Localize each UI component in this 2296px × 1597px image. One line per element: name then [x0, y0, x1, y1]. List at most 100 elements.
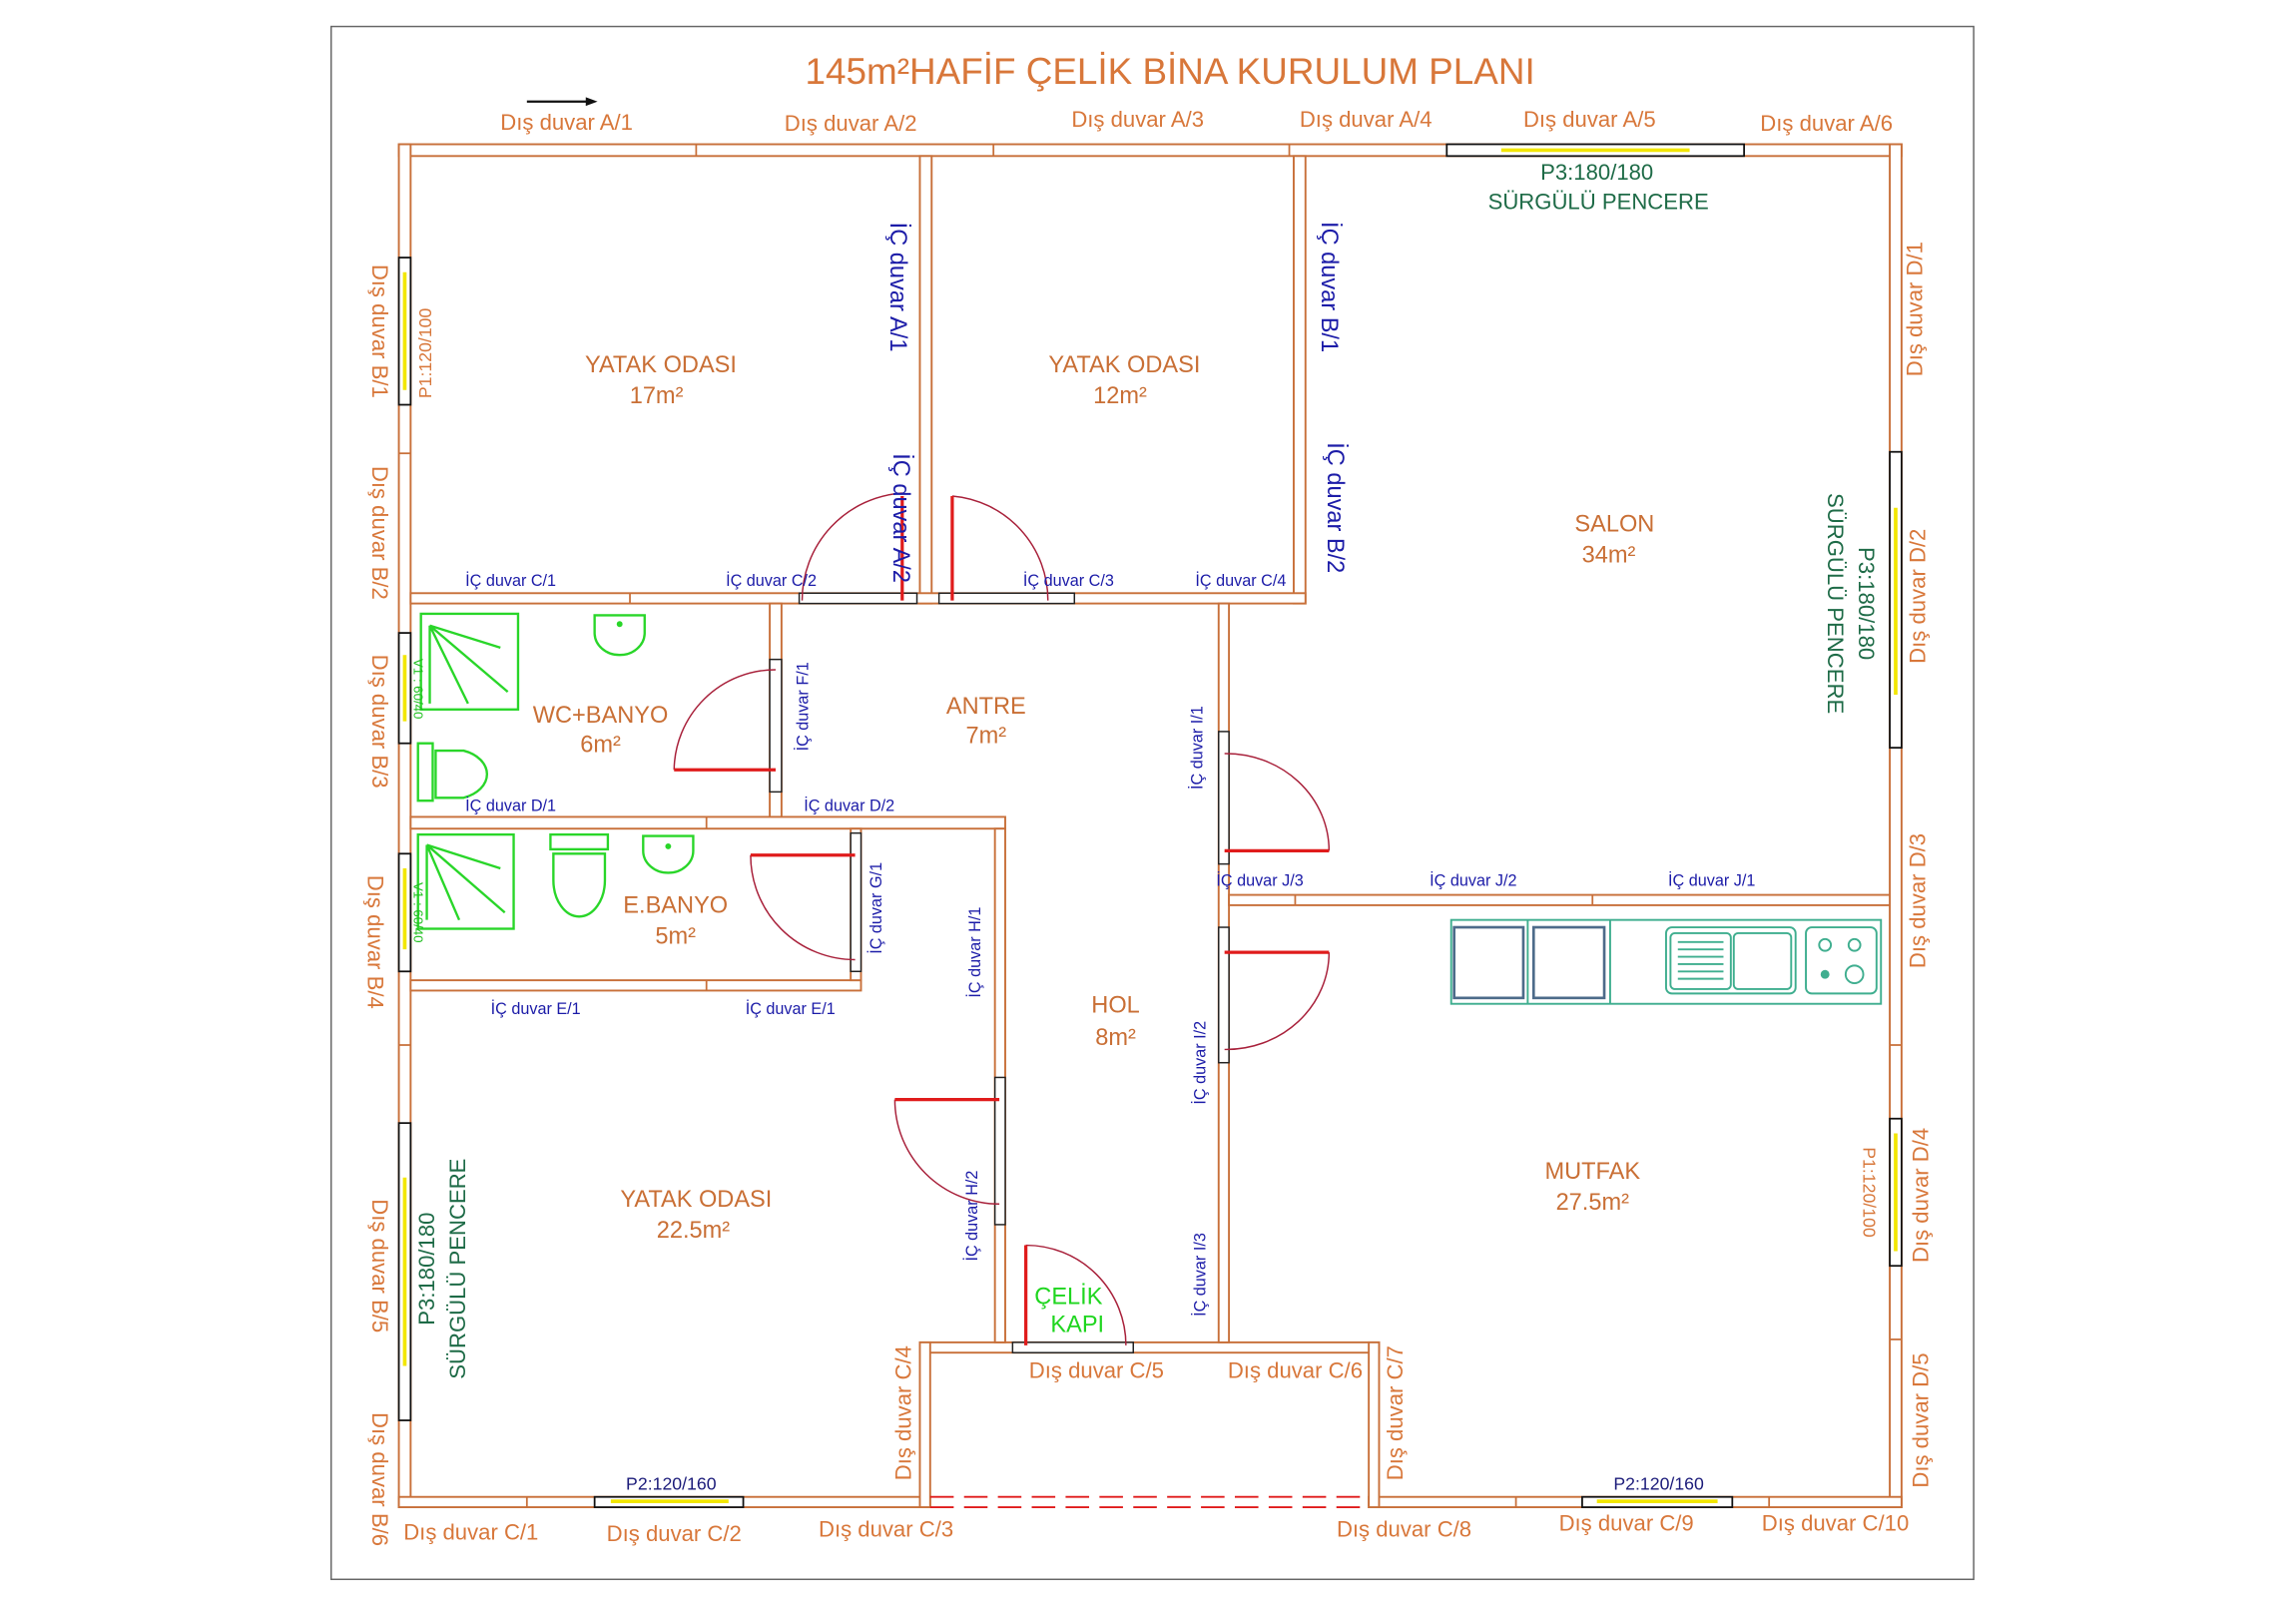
- room-area: 27.5m²: [1556, 1189, 1630, 1215]
- room-area: 8m²: [1095, 1024, 1136, 1050]
- wall-label: İÇ duvar A/1: [885, 223, 911, 352]
- room-name: WC+BANYO: [533, 702, 669, 728]
- wall-label: Dış duvar A/5: [1523, 107, 1656, 132]
- wall-label: Dış duvar B/2: [367, 466, 392, 600]
- window-code: P3:180/180: [1540, 160, 1653, 185]
- window-type: SÜRGÜLÜ PENCERE: [445, 1159, 470, 1379]
- door-kitchen[interactable]: [1218, 926, 1331, 1064]
- wall-label: İÇ duvar C/2: [726, 571, 817, 590]
- door-wc[interactable]: [673, 658, 783, 794]
- toilet-icon: [416, 742, 489, 802]
- wall-label: İÇ duvar H/2: [962, 1171, 981, 1262]
- entrance-label: ÇELİK: [1034, 1284, 1102, 1310]
- room-name: HOL: [1091, 992, 1139, 1018]
- wall-label: İÇ duvar A/2: [888, 453, 914, 583]
- wall-label: Dış duvar C/7: [1383, 1345, 1408, 1480]
- wall-label: Dış duvar C/9: [1559, 1511, 1694, 1536]
- wall-label: Dış duvar C/2: [607, 1521, 742, 1546]
- wall-label: İÇ duvar J/1: [1668, 871, 1755, 890]
- room-name: MUTFAK: [1544, 1158, 1640, 1184]
- drawing-frame: [329, 25, 1975, 1581]
- wall-label: Dış duvar B/5: [367, 1199, 392, 1332]
- wall-label: İÇ duvar C/3: [1023, 571, 1114, 590]
- wall-label: İÇ duvar E/1: [491, 999, 581, 1018]
- door-bedroom-17[interactable]: [798, 492, 918, 605]
- wall-label: Dış duvar B/3: [367, 655, 392, 789]
- wall-label: Dış duvar C/6: [1228, 1357, 1363, 1382]
- wall-label: Dış duvar B/6: [367, 1412, 392, 1546]
- wall-label: İÇ duvar E/1: [746, 999, 836, 1018]
- window-code: V1 : 60/40: [410, 659, 425, 719]
- kitchen-counter: [1449, 918, 1883, 1005]
- wall-label: Dış duvar D/1: [1903, 242, 1928, 376]
- room-labels: YATAK ODASI 17m² YATAK ODASI 12m² SALON …: [533, 351, 1655, 1336]
- sink-icon: [642, 834, 695, 874]
- wall-porch-left: [918, 1340, 931, 1509]
- window-code: P2:120/160: [1613, 1473, 1704, 1493]
- room-name: SALON: [1574, 510, 1654, 536]
- wall-label: İÇ duvar G/1: [866, 862, 885, 954]
- shower-icon: [416, 832, 515, 930]
- interior-wall-labels: İÇ duvar A/1 İÇ duvar A/2 İÇ duvar B/1 İ…: [465, 222, 1755, 1317]
- room-name: YATAK ODASI: [1048, 351, 1200, 377]
- wall-label: Dış duvar C/8: [1337, 1517, 1471, 1542]
- room-name: YATAK ODASI: [585, 351, 737, 377]
- wall-label: İÇ duvar D/1: [465, 797, 556, 815]
- room-name: E.BANYO: [623, 891, 728, 917]
- kitchen-sink-icon: [1665, 926, 1797, 995]
- window-left-p1: [397, 257, 412, 406]
- window-type: SÜRGÜLÜ PENCERE: [1823, 493, 1848, 714]
- wall-label: İÇ duvar I/2: [1191, 1021, 1210, 1105]
- room-name: YATAK ODASI: [620, 1186, 772, 1212]
- wall-ic-d: [409, 815, 1006, 830]
- entrance-label: KAPI: [1050, 1312, 1104, 1337]
- wall-porch-top: [918, 1340, 1381, 1354]
- window-code: P3:180/180: [1854, 547, 1879, 660]
- room-area: 5m²: [655, 922, 696, 948]
- window-type: SÜRGÜLÜ PENCERE: [1488, 189, 1709, 214]
- window-left-p3: [397, 1122, 412, 1421]
- toilet-icon: [549, 832, 610, 918]
- wall-label: Dış duvar D/5: [1908, 1352, 1933, 1487]
- wall-label: İÇ duvar D/2: [804, 797, 894, 815]
- wall-label: Dış duvar D/2: [1905, 529, 1930, 664]
- wall-ic-b: [1293, 155, 1307, 605]
- exterior-wall-labels: Dış duvar A/1 Dış duvar A/2 Dış duvar A/…: [363, 107, 1934, 1546]
- wall-label: Dış duvar A/3: [1071, 107, 1204, 132]
- windows: [397, 143, 1903, 1508]
- window-right-p1: [1889, 1117, 1903, 1268]
- door-bedroom-12[interactable]: [937, 495, 1076, 605]
- wall-label: Dış duvar C/3: [819, 1517, 953, 1542]
- door-bedroom-22[interactable]: [893, 1076, 1006, 1226]
- window-ebanyo-v1: [397, 852, 412, 973]
- wall-label: İÇ duvar I/1: [1188, 706, 1207, 790]
- window-top-p3: [1445, 143, 1746, 158]
- door-ebanyo[interactable]: [750, 831, 862, 973]
- wall-label: İÇ duvar F/1: [793, 662, 812, 751]
- wall-label: Dış duvar D/4: [1908, 1128, 1933, 1263]
- room-area: 34m²: [1582, 541, 1636, 567]
- wall-label: Dış duvar B/4: [363, 875, 388, 1009]
- window-code: P2:120/160: [626, 1473, 717, 1493]
- wall-label: İÇ duvar B/1: [1317, 222, 1343, 352]
- wall-label: İÇ duvar B/2: [1323, 442, 1349, 573]
- stove-icon: [1805, 926, 1878, 995]
- wall-label: Dış duvar C/5: [1029, 1357, 1164, 1382]
- window-labels: P3:180/180 SÜRGÜLÜ PENCERE P1:120/100 P3…: [410, 160, 1879, 1493]
- wall-label: Dış duvar A/6: [1760, 111, 1893, 136]
- wall-label: Dış duvar B/1: [367, 265, 392, 398]
- window-bottom-right-p2: [1581, 1495, 1734, 1508]
- steel-entrance-door[interactable]: [1011, 1244, 1134, 1353]
- window-bottom-left-p2: [593, 1495, 745, 1508]
- door-salon[interactable]: [1218, 731, 1331, 865]
- room-name: ANTRE: [946, 693, 1026, 719]
- wall-label: Dış duvar A/4: [1300, 107, 1433, 132]
- wall-label: Dış duvar A/1: [500, 110, 633, 135]
- wall-label: İÇ duvar J/2: [1430, 871, 1516, 890]
- wall-label: Dış duvar C/10: [1762, 1511, 1909, 1536]
- wall-right: [1889, 143, 1903, 1509]
- north-arrow-icon: [526, 97, 598, 107]
- plan-title: 145m²HAFİF ÇELİK BİNA KURULUM PLANI: [806, 51, 1535, 92]
- window-code: P1:120/100: [1860, 1147, 1880, 1238]
